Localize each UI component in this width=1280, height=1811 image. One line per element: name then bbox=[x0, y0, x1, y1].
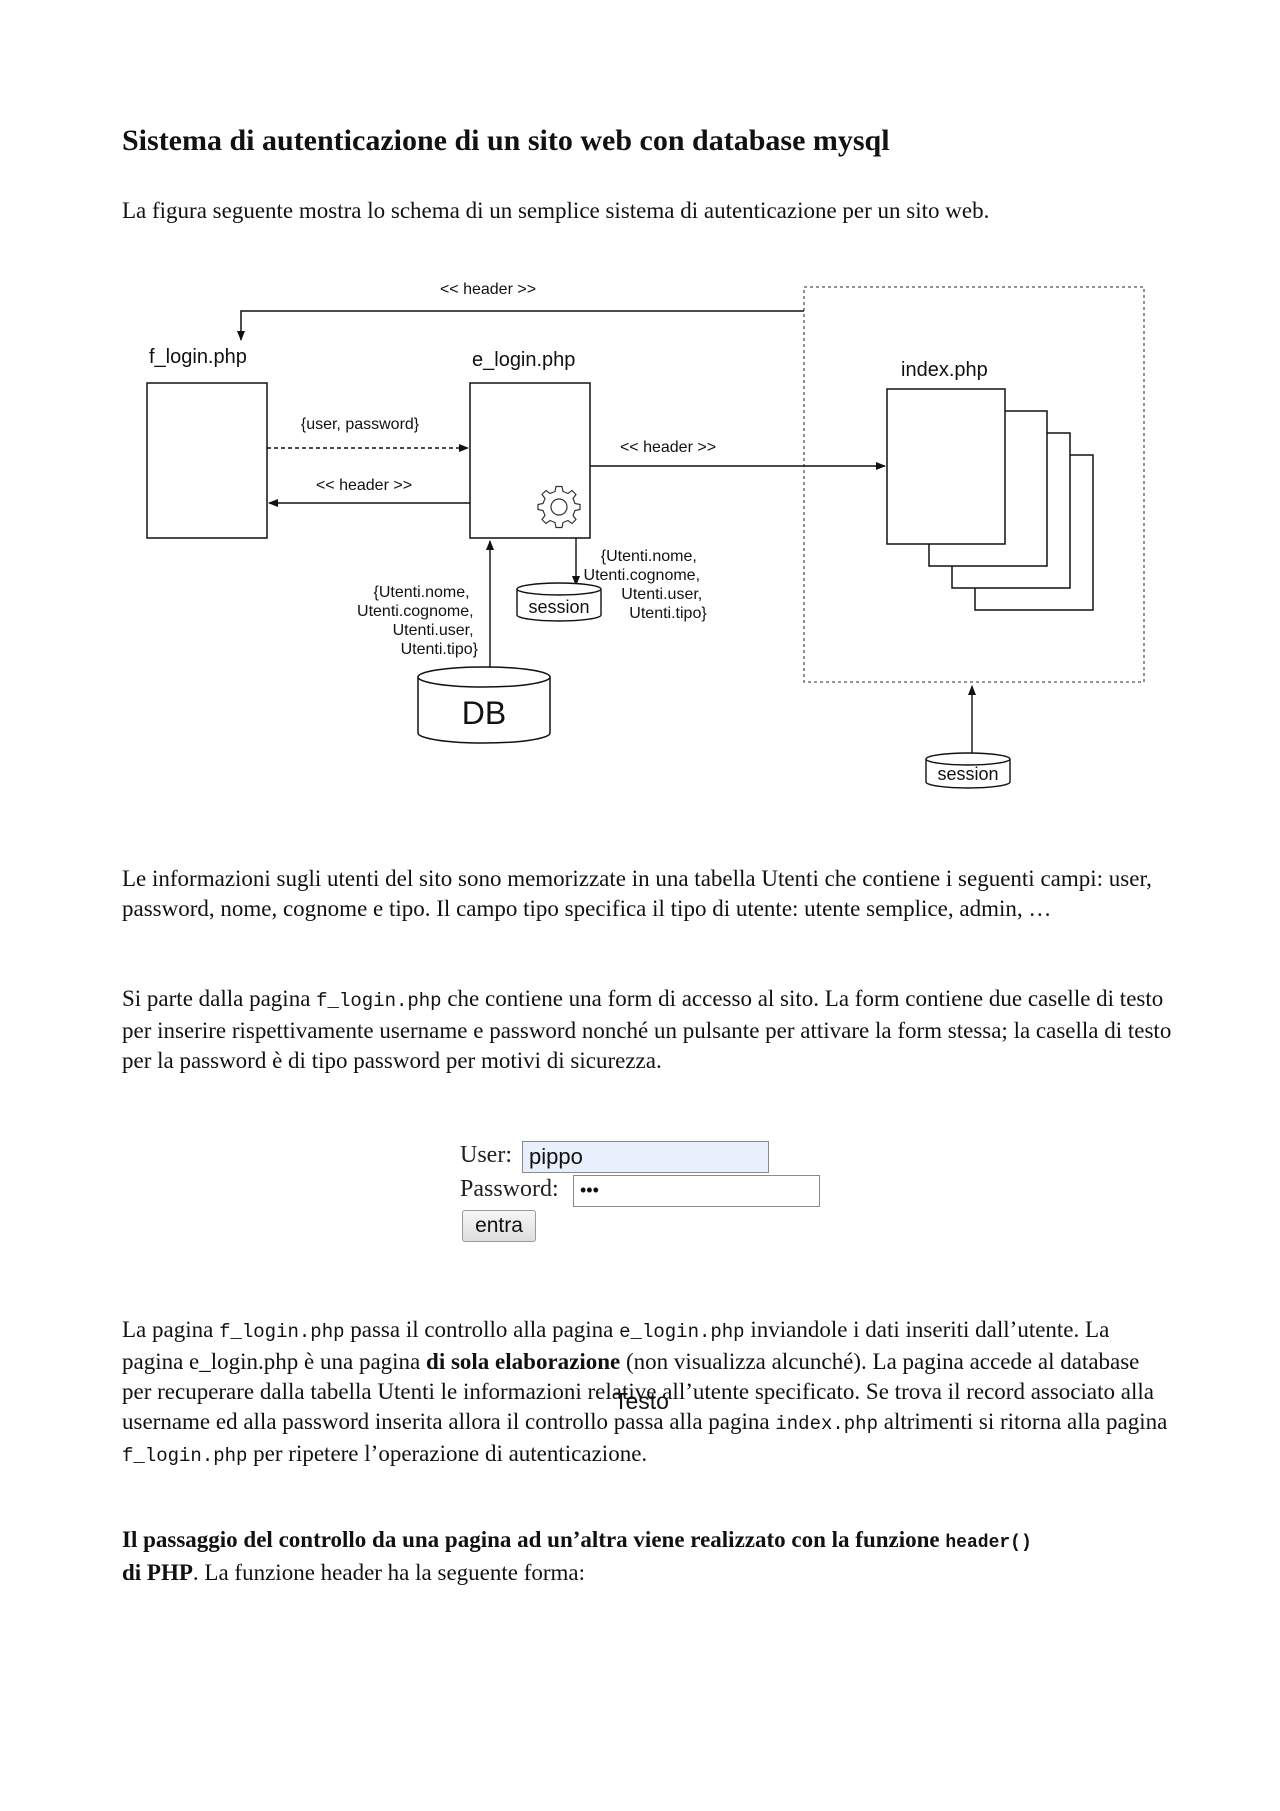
top-header-label: << header >> bbox=[440, 281, 536, 298]
session-bottom-label: session bbox=[937, 764, 998, 784]
code-header: header() bbox=[945, 1533, 1032, 1553]
credentials-label: {user, password} bbox=[301, 416, 420, 433]
session-fields-label: {Utenti.nome, Utenti.cognome, Utenti.use… bbox=[584, 548, 708, 622]
paragraph-f-login: Si parte dalla pagina f_login.php che co… bbox=[122, 986, 1172, 1073]
authentication-diagram: << header >> f_login.php e_login.php {us… bbox=[146, 281, 1145, 789]
f-login-box bbox=[146, 382, 268, 539]
overlay-testo: Testo bbox=[614, 1388, 669, 1414]
code-f-login: f_login.php bbox=[316, 990, 442, 1012]
paragraph-header-function: Il passaggio del controllo da una pagina… bbox=[122, 1527, 1032, 1585]
password-label: Password: bbox=[460, 1176, 559, 1202]
code-f-login-2: f_login.php bbox=[219, 1321, 345, 1343]
index-container bbox=[803, 286, 1145, 683]
e-login-box bbox=[469, 382, 591, 539]
password-input[interactable]: ••• bbox=[573, 1175, 820, 1207]
index-page-1 bbox=[886, 388, 1006, 545]
paragraph-utenti-table: Le informazioni sugli utenti del sito so… bbox=[122, 866, 1152, 921]
paragraph-e-login: La pagina f_login.php passa il controllo… bbox=[122, 1317, 1168, 1467]
gear-icon bbox=[537, 485, 581, 529]
header-forward-label: << header >> bbox=[620, 439, 716, 456]
bold-sola-elaborazione: di sola elaborazione bbox=[426, 1349, 621, 1374]
db-label: DB bbox=[462, 695, 506, 731]
user-label: User: bbox=[460, 1142, 512, 1168]
code-index: index.php bbox=[775, 1413, 878, 1435]
session-store bbox=[516, 582, 602, 622]
top-header-arrow bbox=[237, 310, 804, 341]
database-cylinder bbox=[417, 666, 551, 744]
session-store-bottom bbox=[925, 752, 1011, 789]
index-label: index.php bbox=[901, 359, 988, 381]
e-login-label: e_login.php bbox=[472, 349, 575, 371]
login-form: User: pippo Password: ••• entra bbox=[460, 1140, 840, 1260]
code-f-login-3: f_login.php bbox=[122, 1445, 248, 1467]
page-title: Sistema di autenticazione di un sito web… bbox=[122, 124, 890, 157]
db-fields-label: {Utenti.nome, Utenti.cognome, Utenti.use… bbox=[357, 584, 479, 658]
code-e-login: e_login.php bbox=[619, 1321, 745, 1343]
entra-button[interactable]: entra bbox=[462, 1210, 536, 1242]
f-login-label: f_login.php bbox=[149, 346, 247, 368]
intro-paragraph: La figura seguente mostra lo schema di u… bbox=[122, 198, 990, 223]
session-label: session bbox=[528, 597, 589, 617]
header-back-label: << header >> bbox=[316, 477, 412, 494]
user-input[interactable]: pippo bbox=[522, 1141, 769, 1173]
